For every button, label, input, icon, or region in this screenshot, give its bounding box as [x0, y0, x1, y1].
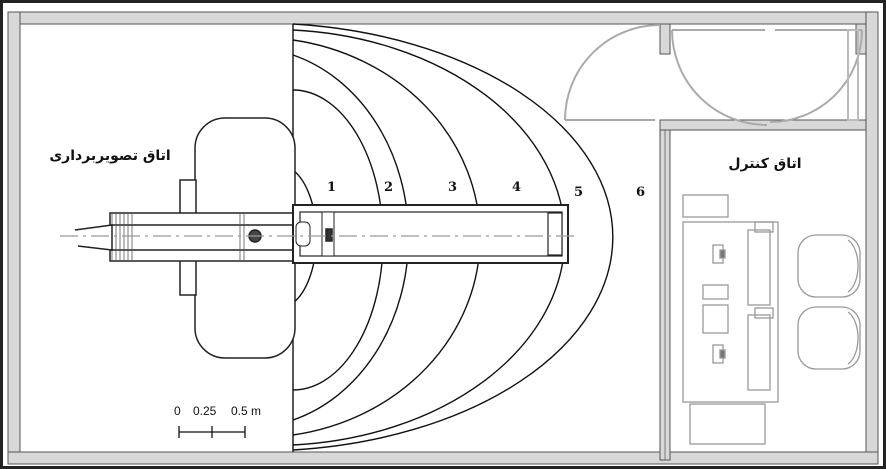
- scale-tick-0: 0: [174, 404, 181, 418]
- scale-bar: 0 0.25 0.5 m: [174, 404, 261, 438]
- scanner: [74, 117, 569, 359]
- contour-label-2: 2: [384, 180, 393, 195]
- contour-label-1: 1: [327, 180, 336, 195]
- walls: [7, 11, 879, 465]
- scale-tick-025: 0.25: [193, 404, 217, 418]
- contour-label-6: 6: [636, 185, 645, 200]
- control-room-furniture: [682, 194, 861, 445]
- imaging-room-label: اتاق تصویربرداری: [49, 148, 170, 164]
- contour-label-3: 3: [448, 180, 457, 195]
- wall-right: [865, 11, 879, 458]
- rear-tube: [109, 212, 296, 262]
- scale-tick-05: 0.5 m: [231, 404, 261, 418]
- contour-label-5: 5: [574, 185, 583, 200]
- control-room-label: اتاق کنترل: [728, 156, 801, 172]
- contour-labels: 1 2 3 4 5 6: [327, 180, 645, 200]
- chair-1: [797, 234, 861, 298]
- console-desk: [682, 221, 779, 403]
- wall-left: [7, 11, 21, 458]
- contour-label-4: 4: [512, 180, 521, 195]
- wall-bottom: [7, 451, 879, 465]
- doors: [564, 24, 863, 126]
- contour-arc-6: [292, 23, 614, 451]
- chair-2: [797, 306, 861, 370]
- wall-top: [7, 11, 879, 25]
